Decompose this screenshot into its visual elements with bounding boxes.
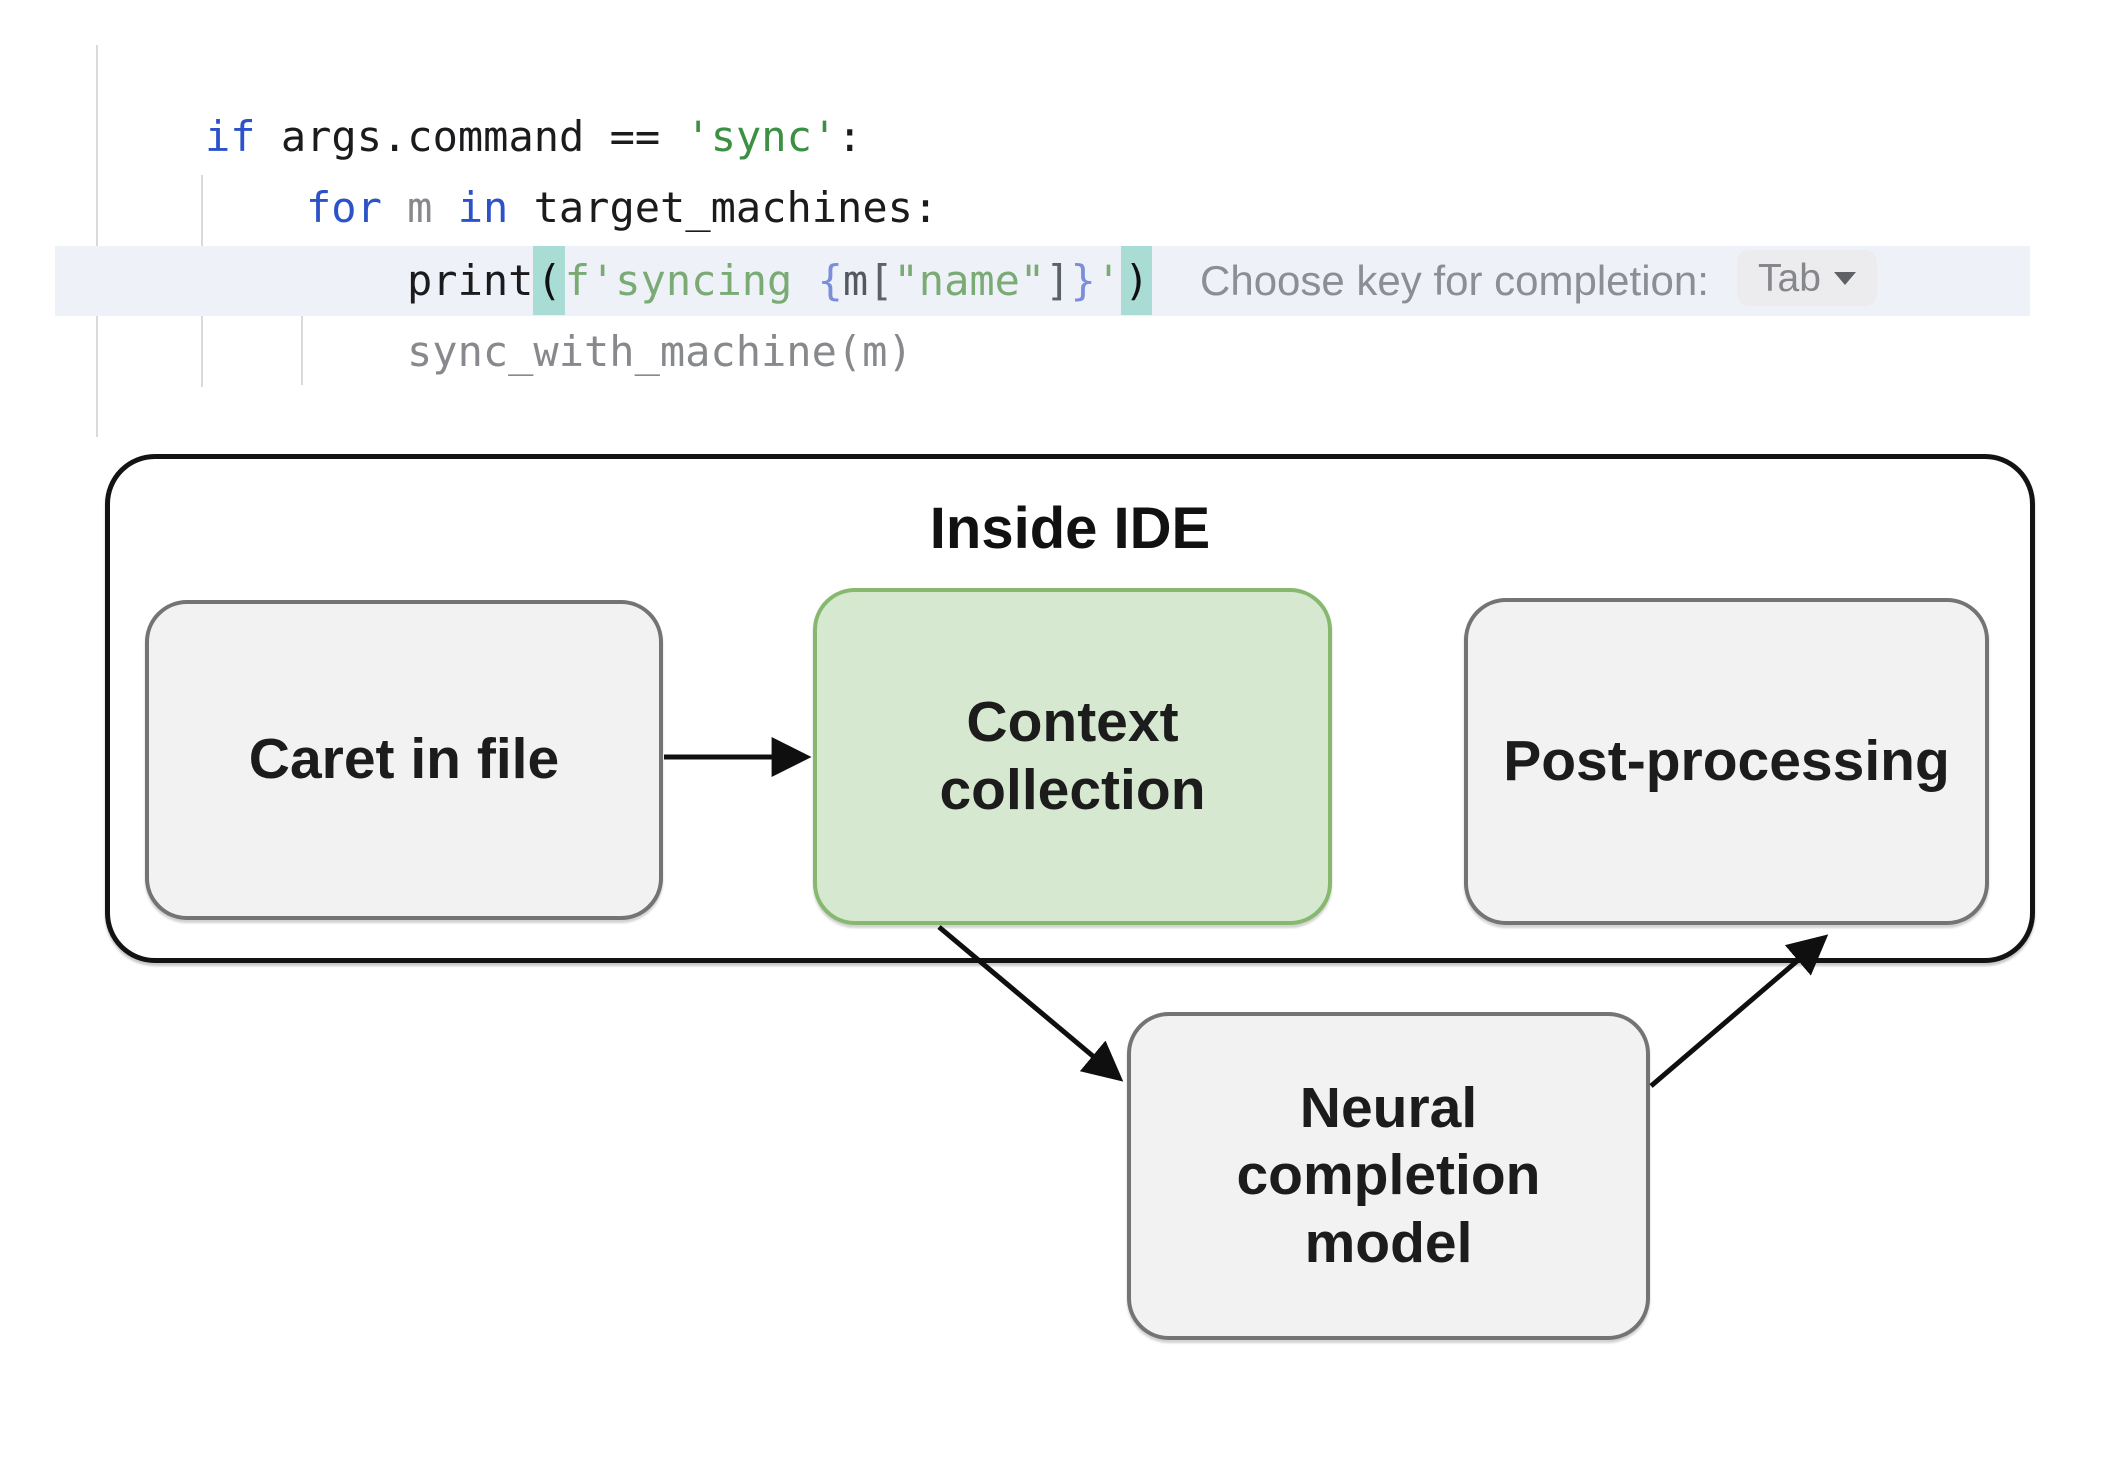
code-token: target_machines: (508, 183, 939, 232)
current-line-highlight (55, 246, 2030, 316)
inside-ide-title: Inside IDE (929, 496, 1211, 561)
node-context-collection: Context collection (813, 588, 1332, 925)
completion-key-label: Tab (1758, 256, 1821, 300)
code-token: print (407, 256, 534, 305)
node-caret-in-file: Caret in file (145, 600, 663, 920)
code-token: f'syncing (564, 256, 818, 305)
code-token: ( (533, 246, 565, 315)
code-token: 'sync' (685, 112, 838, 161)
completion-hint-label: Choose key for completion: (1200, 257, 1709, 304)
code-token: } (1070, 256, 1096, 305)
code-token: ' (1095, 256, 1122, 305)
node-post-processing: Post-processing (1464, 598, 1989, 925)
code-token: [ (868, 256, 894, 305)
node-label: Context collection (939, 690, 1206, 822)
chevron-down-icon (1833, 271, 1856, 285)
code-line: sync_with_machine(m) (407, 317, 913, 387)
code-token: m (407, 183, 433, 232)
node-label: Caret in file (248, 727, 560, 792)
completion-key-dropdown[interactable]: Tab (1737, 250, 1877, 306)
node-label: Neural completion model (1236, 1076, 1541, 1275)
code-token: "name" (893, 256, 1046, 305)
code-line: print(f'syncing {m["name"]}') (407, 246, 1153, 316)
indent-guide (96, 45, 98, 437)
code-token: : (837, 112, 863, 161)
code-token: if (205, 112, 256, 161)
code-token: args.command == (255, 112, 686, 161)
code-token: ) (1121, 246, 1153, 315)
code-token: m (842, 256, 869, 305)
code-line: if args.command == 'sync': (205, 102, 862, 172)
code-token: { (817, 256, 843, 305)
code-token: sync_with_machine(m) (407, 327, 913, 376)
node-neural-completion-model: Neural completion model (1127, 1012, 1650, 1340)
code-token: for (306, 183, 382, 232)
node-label: Post-processing (1503, 728, 1950, 793)
code-token: ] (1045, 256, 1071, 305)
code-line: for m in target_machines: (306, 173, 938, 243)
code-token: in (457, 183, 509, 232)
code-editor[interactable]: if args.command == 'sync': for m in targ… (0, 0, 2120, 445)
